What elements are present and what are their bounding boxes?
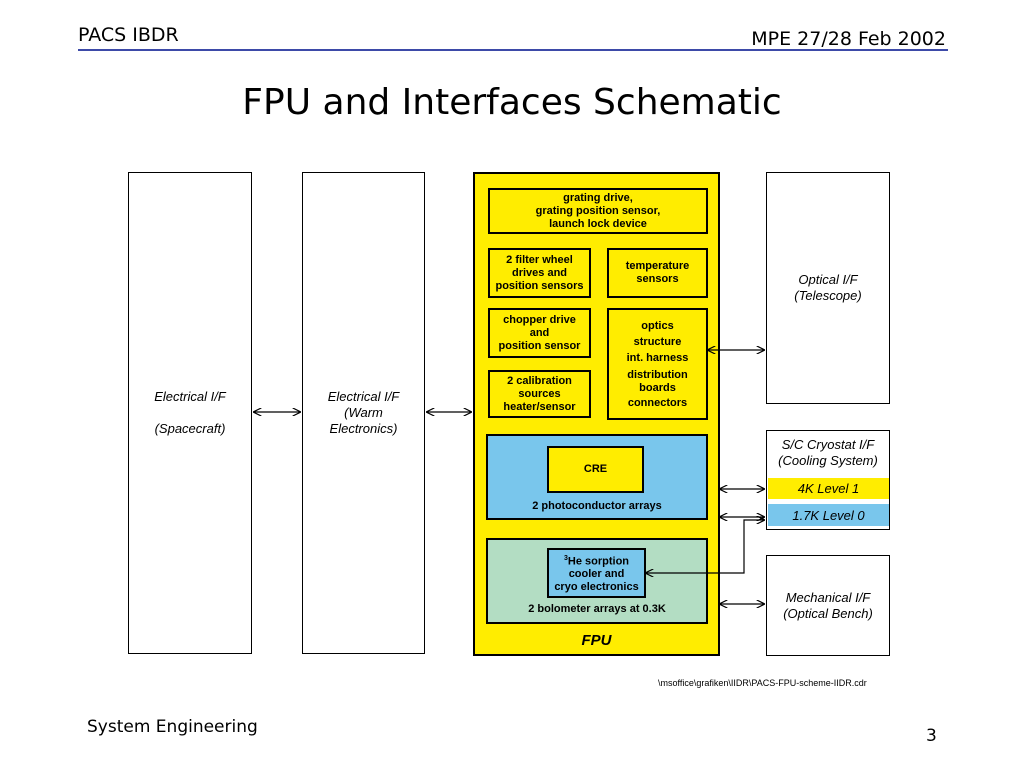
chopper-line2: and [529,326,550,339]
optics-line2: structure [633,335,682,348]
mechanical-if-optical-bench: Mechanical I/F (Optical Bench) [766,555,890,656]
header-rule [78,49,948,51]
page-title: FPU and Interfaces Schematic [242,82,782,123]
sorption-line1: He sorption [567,555,630,568]
electrical-sc-line2: (Spacecraft) [154,421,226,436]
bolometer-label: 2 bolometer arrays at 0.3K [528,603,666,615]
sorption-superscript: 3 [563,554,568,562]
chopper-drive-box: chopper drive and position sensor [488,308,591,358]
electrical-sc-line1: Electrical I/F [154,389,226,404]
filter-line2: drives and [511,266,568,279]
optics-structure-box: optics structure int. harness distributi… [607,308,708,420]
cre-box: CRE [547,446,644,493]
calibration-line1: 2 calibration [507,374,572,387]
sorption-line3: cryo electronics [554,581,639,594]
filter-line1: 2 filter wheel [506,253,573,266]
optical-line2: (Telescope) [794,288,862,303]
sorption-line1-wrap: 3He sorption [564,552,629,569]
chopper-line3: position sensor [498,339,581,352]
calibration-line2: sources [518,387,561,400]
grating-drive-box: grating drive, grating position sensor, … [488,188,708,234]
filter-wheel-box: 2 filter wheel drives and position senso… [488,248,591,298]
header-right: MPE 27/28 Feb 2002 [751,28,946,50]
mechanical-line1: Mechanical I/F [785,589,871,605]
electrical-warm-line3: Electronics) [329,421,398,436]
photoconductor-label: 2 photoconductor arrays [532,500,662,512]
temperature-line1: temperature [625,260,690,272]
sorption-line2: cooler and [568,568,625,581]
file-path-note: \msoffice\grafiken\IIDR\PACS-FPU-scheme-… [658,678,867,688]
mechanical-line2: (Optical Bench) [783,605,873,621]
optics-line3: int. harness [626,351,689,364]
cryostat-line2: (Cooling System) [778,453,878,468]
temperature-line2: sensors [636,273,679,285]
calibration-line3: heater/sensor [503,400,576,413]
grating-line1: grating drive, [563,191,633,204]
chopper-line1: chopper drive [503,313,576,326]
electrical-if-warm-electronics: Electrical I/F (Warm Electronics) [302,172,425,654]
photoconductor-arrays-box: CRE 2 photoconductor arrays [486,434,708,520]
optics-line1: optics [641,319,674,332]
level-1-7k-strip: 1.7K Level 0 [768,504,889,526]
cryostat-line1: S/C Cryostat I/F [781,437,875,452]
header-left: PACS IBDR [78,24,179,46]
page-number: 3 [926,726,937,746]
optics-line6: connectors [627,396,688,409]
optical-line1: Optical I/F [798,272,858,287]
bolometer-arrays-box: 3He sorption cooler and cryo electronics… [486,538,708,624]
footer-left: System Engineering [87,717,258,737]
cre-label: CRE [583,463,608,475]
calibration-sources-box: 2 calibration sources heater/sensor [488,370,591,418]
optical-if-telescope: Optical I/F (Telescope) [766,172,890,404]
electrical-if-spacecraft: Electrical I/F (Spacecraft) [128,172,252,654]
electrical-warm-line1: Electrical I/F [327,389,400,404]
fpu-block: grating drive, grating position sensor, … [473,172,720,656]
sorption-cooler-box: 3He sorption cooler and cryo electronics [547,548,646,598]
temperature-sensors-box: temperature sensors [607,248,708,298]
grating-line3: launch lock device [549,217,647,230]
optics-line4: distribution [627,368,688,381]
filter-line3: position sensors [495,279,584,292]
fpu-label: FPU [581,632,612,649]
electrical-warm-line2: (Warm [344,405,383,420]
level-4k-strip: 4K Level 1 [768,478,889,499]
optics-line5: boards [639,381,676,394]
grating-line2: grating position sensor, [535,204,661,217]
